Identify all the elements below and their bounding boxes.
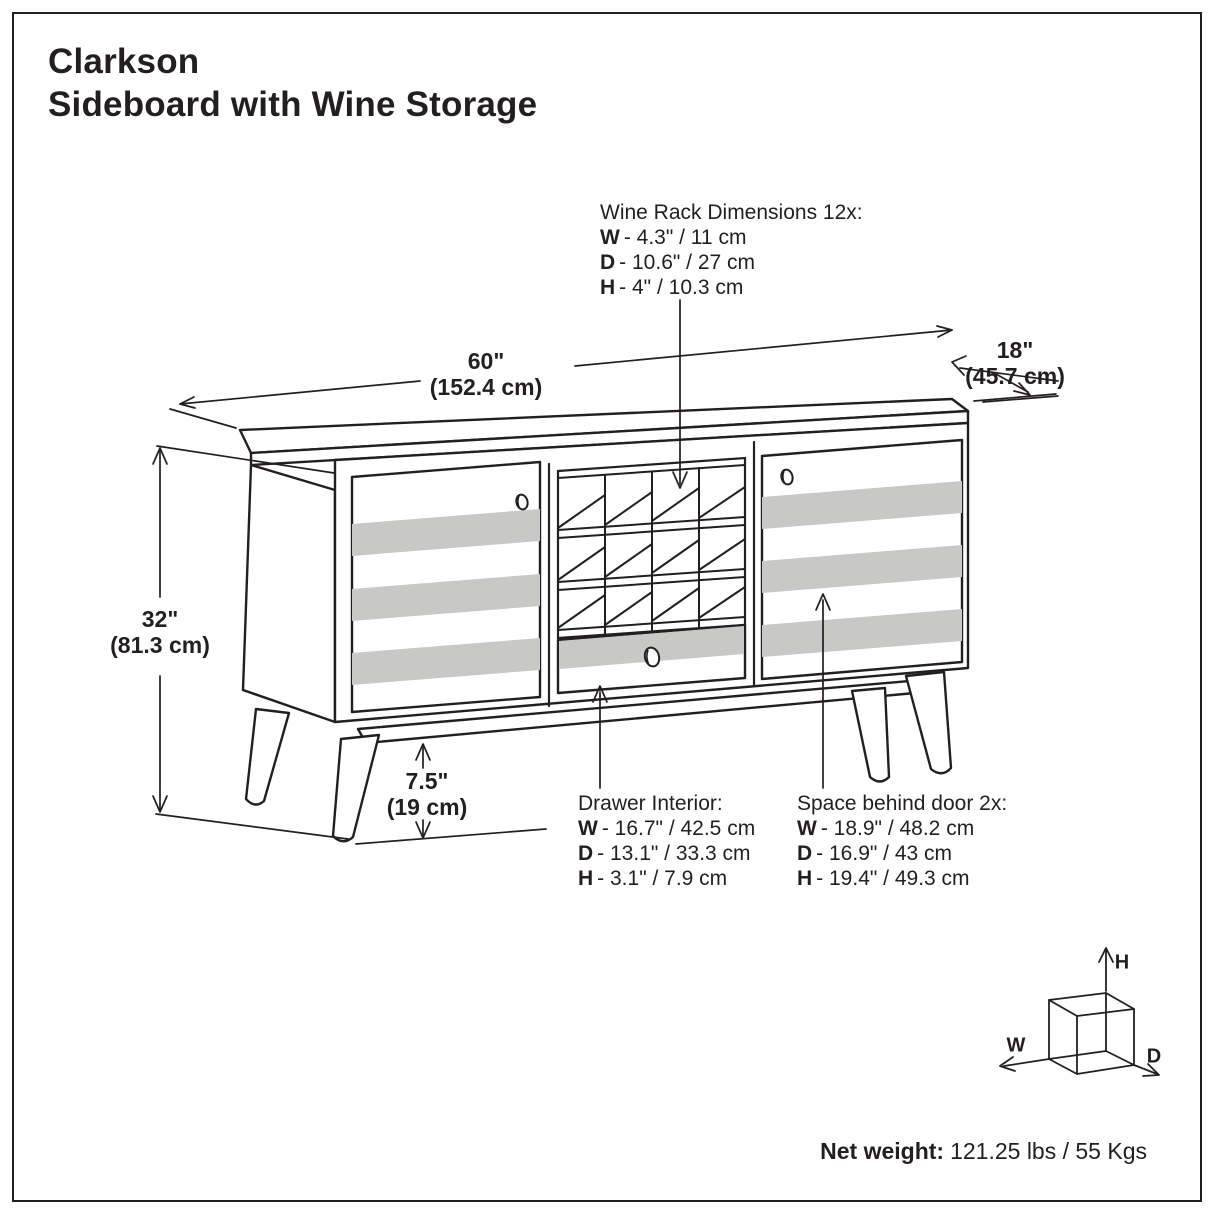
axis-label-d: D [1146, 1045, 1162, 1068]
depth-dimension-line [951, 355, 1059, 403]
d-axis-arrow [1133, 1063, 1160, 1077]
leg-height-dimension-line [355, 743, 547, 845]
h-axis-arrow [1098, 947, 1114, 992]
wine-rack-note: Wine Rack Dimensions 12x: W- 4.3" / 11 c… [600, 200, 863, 300]
whd-axis-cube [999, 947, 1160, 1077]
left-side-panel [241, 463, 337, 724]
door-space-pointer-arrow [815, 593, 831, 789]
wine-rack-grid [557, 464, 746, 636]
depth-dimension-label: 18" (45.7 cm) [965, 337, 1065, 389]
wine-rack-note-row: D- 10.6" / 27 cm [600, 251, 756, 274]
drawer-note-row: D- 13.1" / 33.3 cm [578, 842, 751, 865]
door-space-note-row: D- 16.9" / 43 cm [797, 842, 953, 865]
product-subtitle: Sideboard with Wine Storage [48, 85, 538, 124]
drawer-note: Drawer Interior: W- 16.7" / 42.5 cm D- 1… [578, 791, 755, 891]
net-weight: Net weight:121.25 lbs / 55 Kgs [820, 1138, 1147, 1165]
wine-rack-pointer-arrow [672, 299, 688, 489]
axis-label-w: W [1006, 1034, 1026, 1057]
wine-rack-note-row: W- 4.3" / 11 cm [600, 226, 747, 249]
net-weight-value: 121.25 lbs / 55 Kgs [950, 1138, 1147, 1164]
wine-rack-note-row: H- 4" / 10.3 cm [600, 276, 744, 299]
wine-rack [556, 456, 747, 640]
front-right-leg [904, 670, 953, 775]
height-dimension-line [152, 445, 349, 840]
drawer [556, 623, 747, 695]
door-stripes [352, 481, 962, 685]
leg-height-dimension-label: 7.5" (19 cm) [386, 768, 468, 820]
wine-rack-note-heading: Wine Rack Dimensions 12x: [600, 201, 863, 224]
door-space-note-row: W- 18.9" / 48.2 cm [797, 817, 975, 840]
axis-label-h: H [1114, 951, 1130, 974]
back-left-leg [244, 707, 291, 806]
door-space-note-heading: Space behind door 2x: [797, 792, 1008, 815]
page-title: Clarkson Sideboard with Wine Storage [48, 40, 537, 126]
drawer-pointer-arrow [592, 685, 608, 789]
back-right-leg [850, 686, 891, 783]
height-dimension-label: 32" (81.3 cm) [110, 606, 210, 658]
page-border [12, 12, 1202, 1202]
product-name: Clarkson [48, 42, 200, 81]
door-knobs [515, 468, 794, 511]
front-left-leg [331, 733, 381, 843]
drawer-note-row: W- 16.7" / 42.5 cm [578, 817, 756, 840]
center-stiles [547, 440, 756, 708]
drawer-note-row: H- 3.1" / 7.9 cm [578, 867, 728, 890]
door-space-note: Space behind door 2x: W- 18.9" / 48.2 cm… [797, 791, 1007, 891]
width-dimension-label: 60" (152.4 cm) [429, 348, 543, 400]
door-space-note-row: H- 19.4" / 49.3 cm [797, 867, 970, 890]
drawer-note-heading: Drawer Interior: [578, 792, 723, 815]
w-axis-arrow [999, 1056, 1050, 1072]
net-weight-label: Net weight: [820, 1138, 945, 1164]
width-dimension-line [169, 325, 1057, 429]
legs [244, 670, 953, 843]
